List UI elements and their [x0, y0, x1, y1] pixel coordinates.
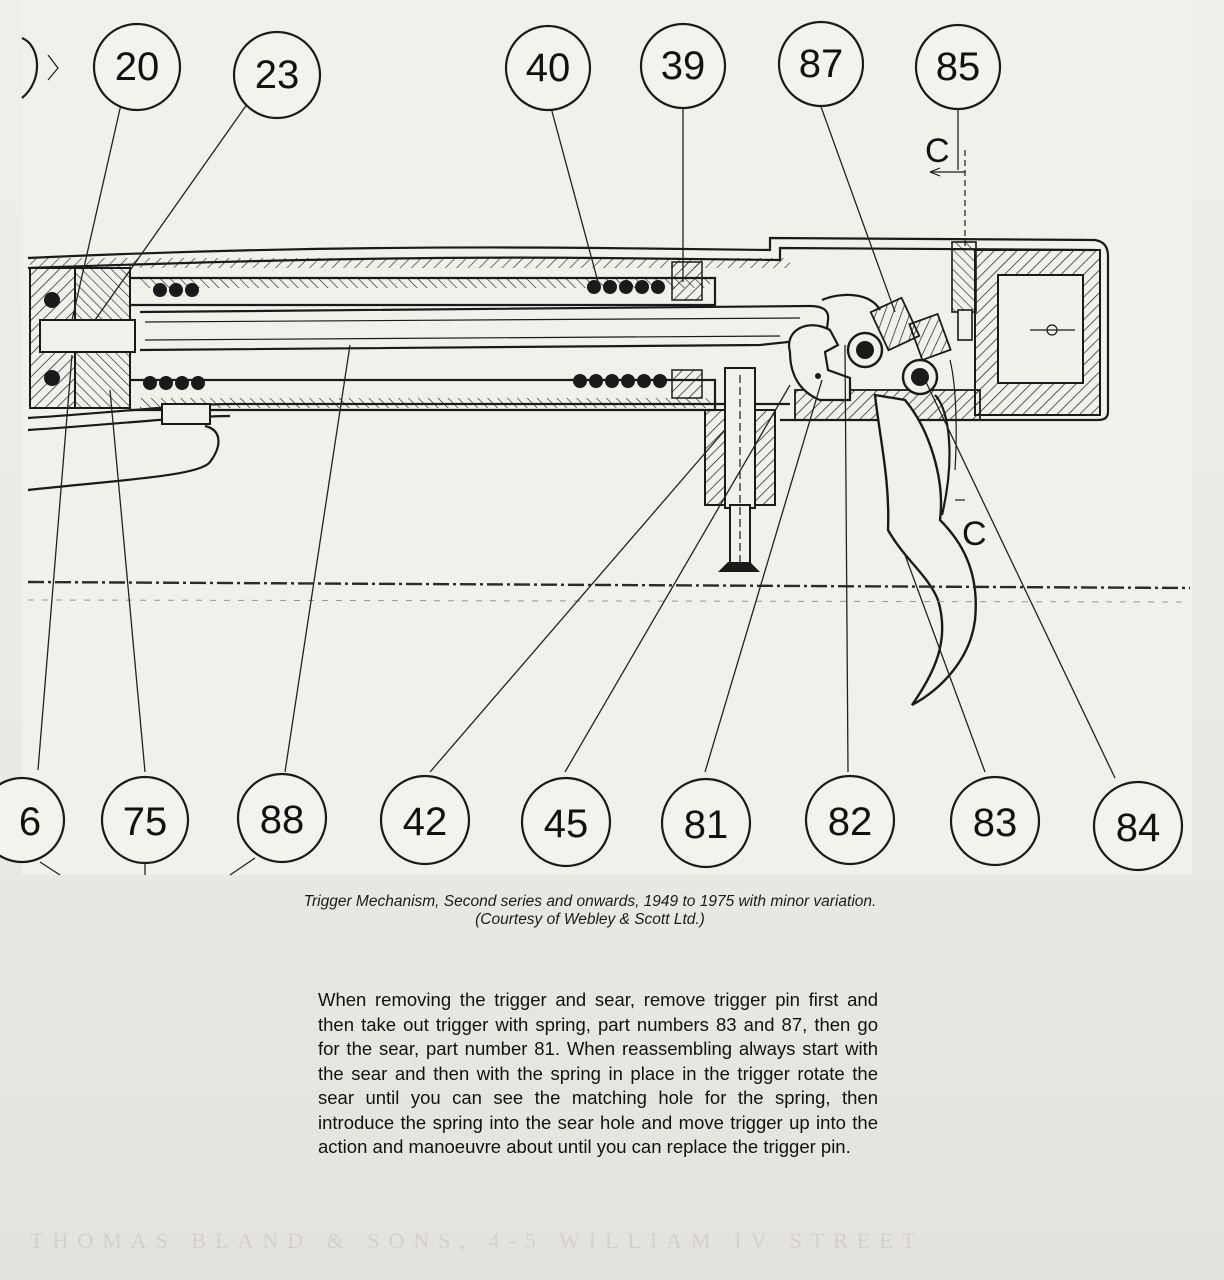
receiver-body [27, 236, 1110, 492]
callout-39: 39 [639, 22, 727, 110]
section-mark-bottom-label: C [962, 515, 987, 553]
svg-text:85: 85 [936, 45, 981, 89]
svg-text:39: 39 [661, 44, 706, 88]
caption-line-2: (Courtesy of Webley & Scott Ltd.) [475, 911, 705, 928]
callout-23: 23 [232, 30, 322, 120]
callout-82: 82 [804, 774, 896, 866]
svg-text:40: 40 [526, 46, 571, 90]
svg-text:84: 84 [1116, 806, 1161, 850]
svg-text:82: 82 [828, 800, 873, 844]
svg-text:83: 83 [973, 801, 1018, 845]
section-mark-top: C [925, 132, 965, 177]
svg-text:20: 20 [115, 45, 160, 89]
svg-text:75: 75 [123, 800, 168, 844]
section-mark-bottom: C [955, 499, 987, 553]
caption-line-1: Trigger Mechanism, Second series and onw… [303, 893, 877, 910]
svg-text:6: 6 [19, 800, 41, 844]
callouts-top: 20 23 40 39 87 85 [21, 20, 1002, 120]
mainspring-coils [143, 261, 703, 399]
diagram-panel [22, 0, 1192, 875]
svg-text:45: 45 [544, 802, 589, 846]
centre-line [27, 580, 1191, 603]
svg-text:23: 23 [255, 53, 300, 97]
trigger [873, 359, 977, 707]
callout-87: 87 [777, 20, 865, 108]
svg-text:42: 42 [403, 800, 448, 844]
instructions-paragraph: When removing the trigger and sear, remo… [318, 989, 878, 1157]
callout-85: 85 [914, 23, 1002, 111]
callout-6: 6 [0, 776, 66, 864]
callout-42: 42 [379, 774, 471, 866]
section-mark-top-label: C [925, 132, 950, 170]
pivot-pins [846, 296, 952, 396]
figure-caption: Trigger Mechanism, Second series and onw… [150, 893, 1030, 929]
callout-83: 83 [949, 775, 1041, 867]
callout-40: 40 [504, 24, 592, 112]
callout-81: 81 [660, 777, 752, 869]
svg-text:88: 88 [260, 798, 305, 842]
callout-84: 84 [1092, 780, 1184, 872]
svg-text:87: 87 [799, 42, 844, 86]
callout-75: 75 [100, 775, 190, 865]
callout-45: 45 [520, 776, 612, 868]
faint-footer-text: THOMAS BLAND & SONS, 4-5 WILLIAM IV STRE… [30, 1228, 925, 1253]
sear [787, 293, 881, 402]
guard-screw [704, 367, 776, 572]
leader-lines [37, 99, 1116, 876]
callouts-bottom: 6 75 88 42 45 81 82 83 84 [0, 772, 1184, 872]
callout-20: 20 [92, 22, 182, 112]
trigger-mechanism-diagram: C C 20 23 40 39 87 85 [0, 0, 1192, 876]
svg-text:81: 81 [684, 803, 729, 847]
callout-88: 88 [236, 772, 328, 864]
